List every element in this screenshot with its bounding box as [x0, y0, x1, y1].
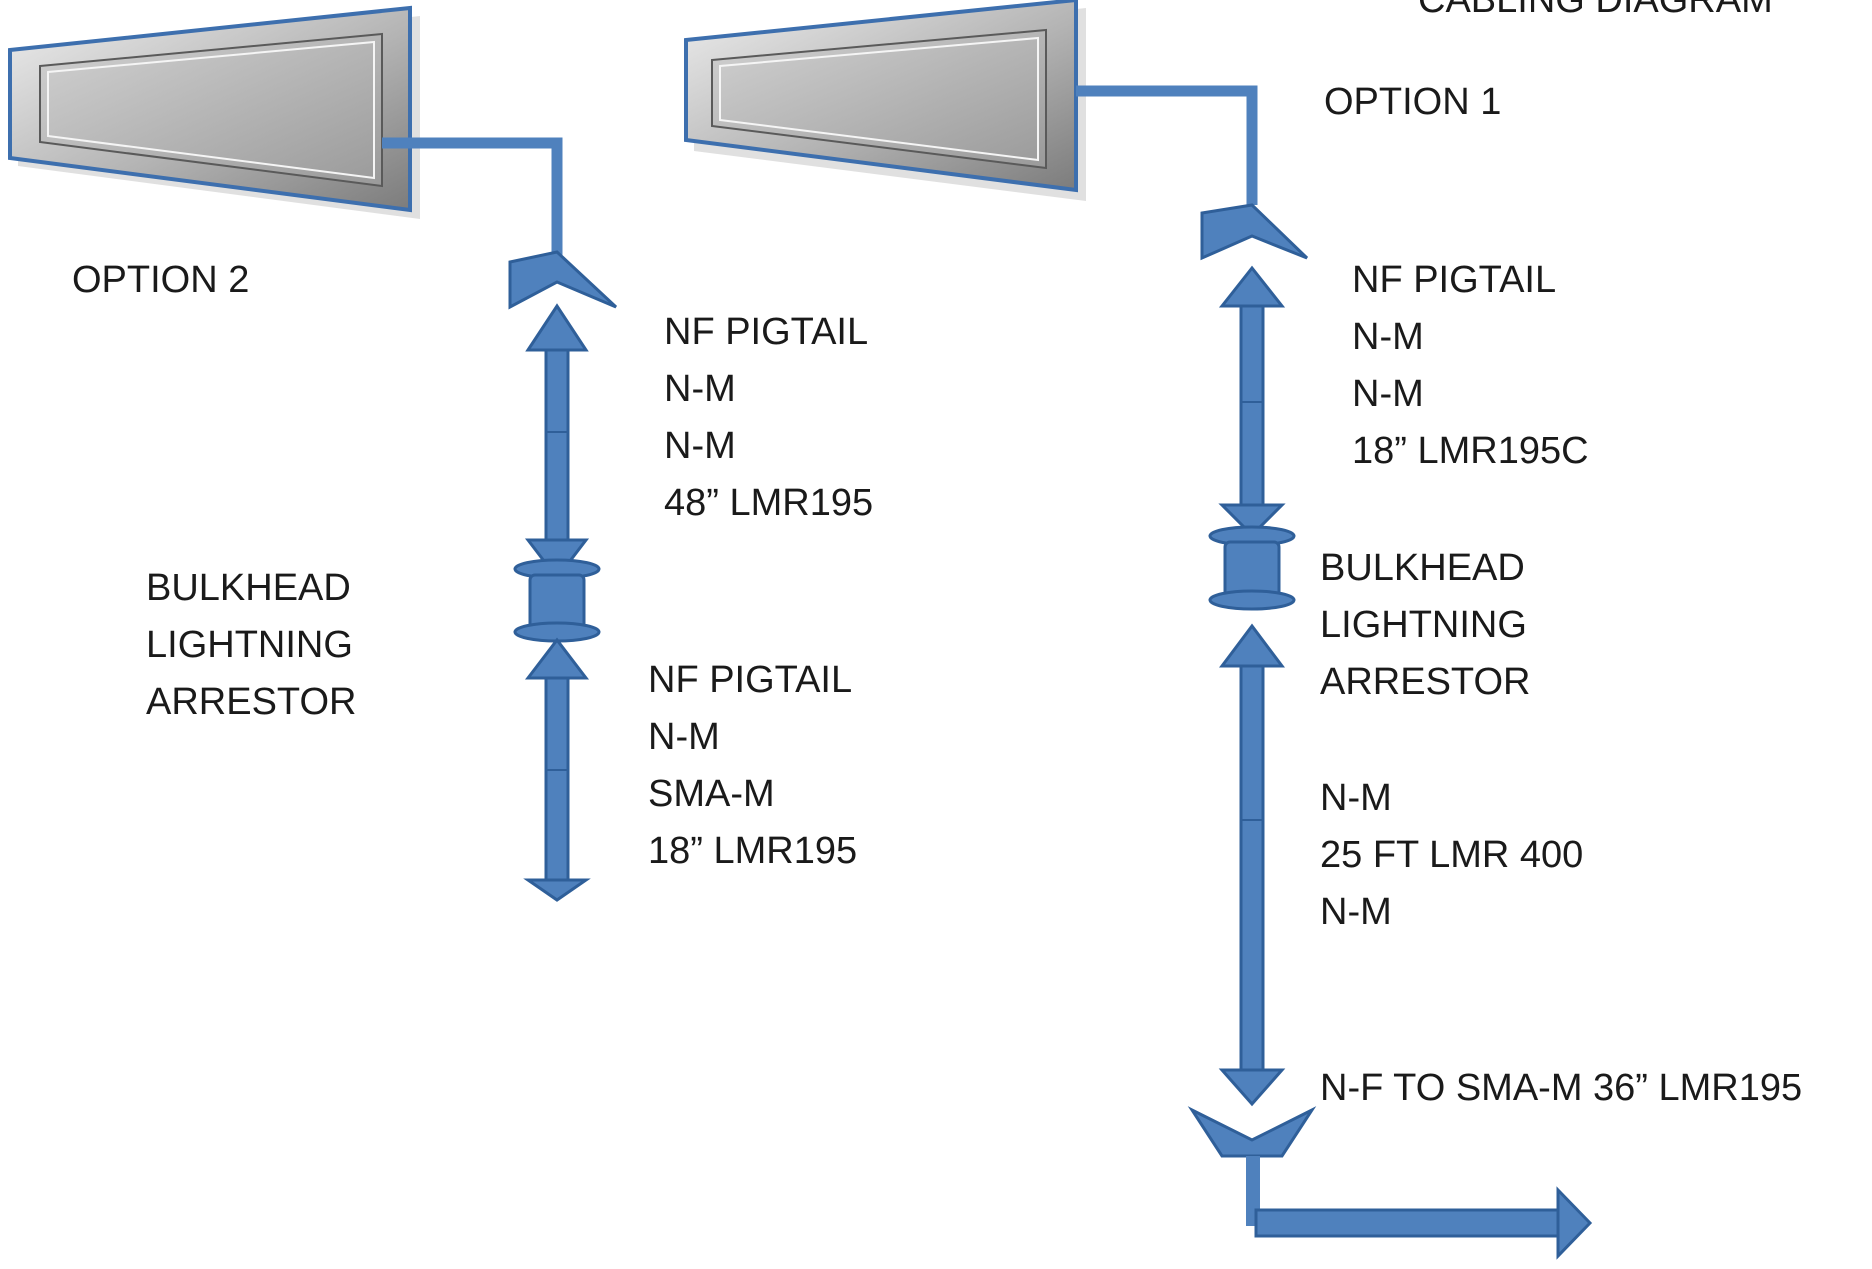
option1-antenna	[684, 0, 1086, 201]
option2-upper-line-2: N-M	[664, 368, 736, 410]
option1-upper-cable-spec: NF PIGTAIL N-M N-M 18” LMR195C	[1352, 252, 1589, 480]
option2-bulkhead-label: BULKHEAD LIGHTNING ARRESTOR	[146, 560, 356, 731]
option1-upper-line-4: 18” LMR195C	[1352, 430, 1589, 472]
option2-bulkhead-line-2: LIGHTNING	[146, 624, 353, 666]
option2-lower-line-2: N-M	[648, 716, 720, 758]
option2-upper-line-3: N-M	[664, 425, 736, 467]
option1-bulkhead-line-2: LIGHTNING	[1320, 604, 1527, 646]
option1-final-connector	[1187, 1106, 1317, 1158]
option1-cable-run	[1076, 85, 1593, 1260]
option1-upper-line-1: NF PIGTAIL	[1352, 259, 1557, 301]
option1-lower-line-2: 25 FT LMR 400	[1320, 834, 1584, 876]
option2-antenna-connector	[508, 250, 618, 310]
option2-upper-line-4: 48” LMR195	[664, 482, 874, 524]
option1-lower-cable-arrow	[1218, 623, 1286, 1107]
option1-upper-cable-arrow	[1218, 265, 1286, 538]
option2-label: OPTION 2	[72, 259, 250, 301]
option1-antenna-connector	[1200, 203, 1309, 261]
option2-bulkhead-line-1: BULKHEAD	[146, 567, 351, 609]
option1-lower-cable-spec: N-M 25 FT LMR 400 N-M	[1320, 770, 1583, 941]
option2-bulkhead-arrestor	[513, 558, 601, 643]
option2-antenna	[8, 5, 420, 219]
option2-lower-line-4: 18” LMR195	[648, 830, 858, 872]
option1-bulkhead-label: BULKHEAD LIGHTNING ARRESTOR	[1320, 540, 1530, 711]
option2-lower-line-1: NF PIGTAIL	[648, 659, 853, 701]
option1-upper-line-3: N-M	[1352, 373, 1424, 415]
option2-upper-cable-arrow	[524, 303, 590, 581]
option1-bulkhead-line-3: ARRESTOR	[1320, 661, 1531, 703]
option1-lower-line-1: N-M	[1320, 777, 1392, 819]
option1-bulkhead-line-1: BULKHEAD	[1320, 547, 1525, 589]
option2-upper-line-1: NF PIGTAIL	[664, 311, 869, 353]
option1-upper-line-2: N-M	[1352, 316, 1424, 358]
option1-final-cable-arrow	[1246, 1156, 1593, 1260]
option2-cable-run	[382, 137, 618, 902]
option1-bulkhead-arrestor	[1208, 525, 1296, 611]
option1-label: OPTION 1	[1324, 81, 1502, 123]
option1-final-cable-spec: N-F TO SMA-M 36” LMR195	[1320, 1067, 1803, 1109]
option2-lower-cable-spec: NF PIGTAIL N-M SMA-M 18” LMR195	[648, 652, 857, 880]
option2-upper-cable-spec: NF PIGTAIL N-M N-M 48” LMR195	[664, 304, 873, 532]
option1-lower-line-3: N-M	[1320, 891, 1392, 933]
option2-bulkhead-line-3: ARRESTOR	[146, 681, 357, 723]
page-title: CABLING DIAGRAM	[1418, 0, 1773, 21]
option2-lower-line-3: SMA-M	[648, 773, 775, 815]
option2-lower-cable-arrow	[523, 637, 591, 902]
